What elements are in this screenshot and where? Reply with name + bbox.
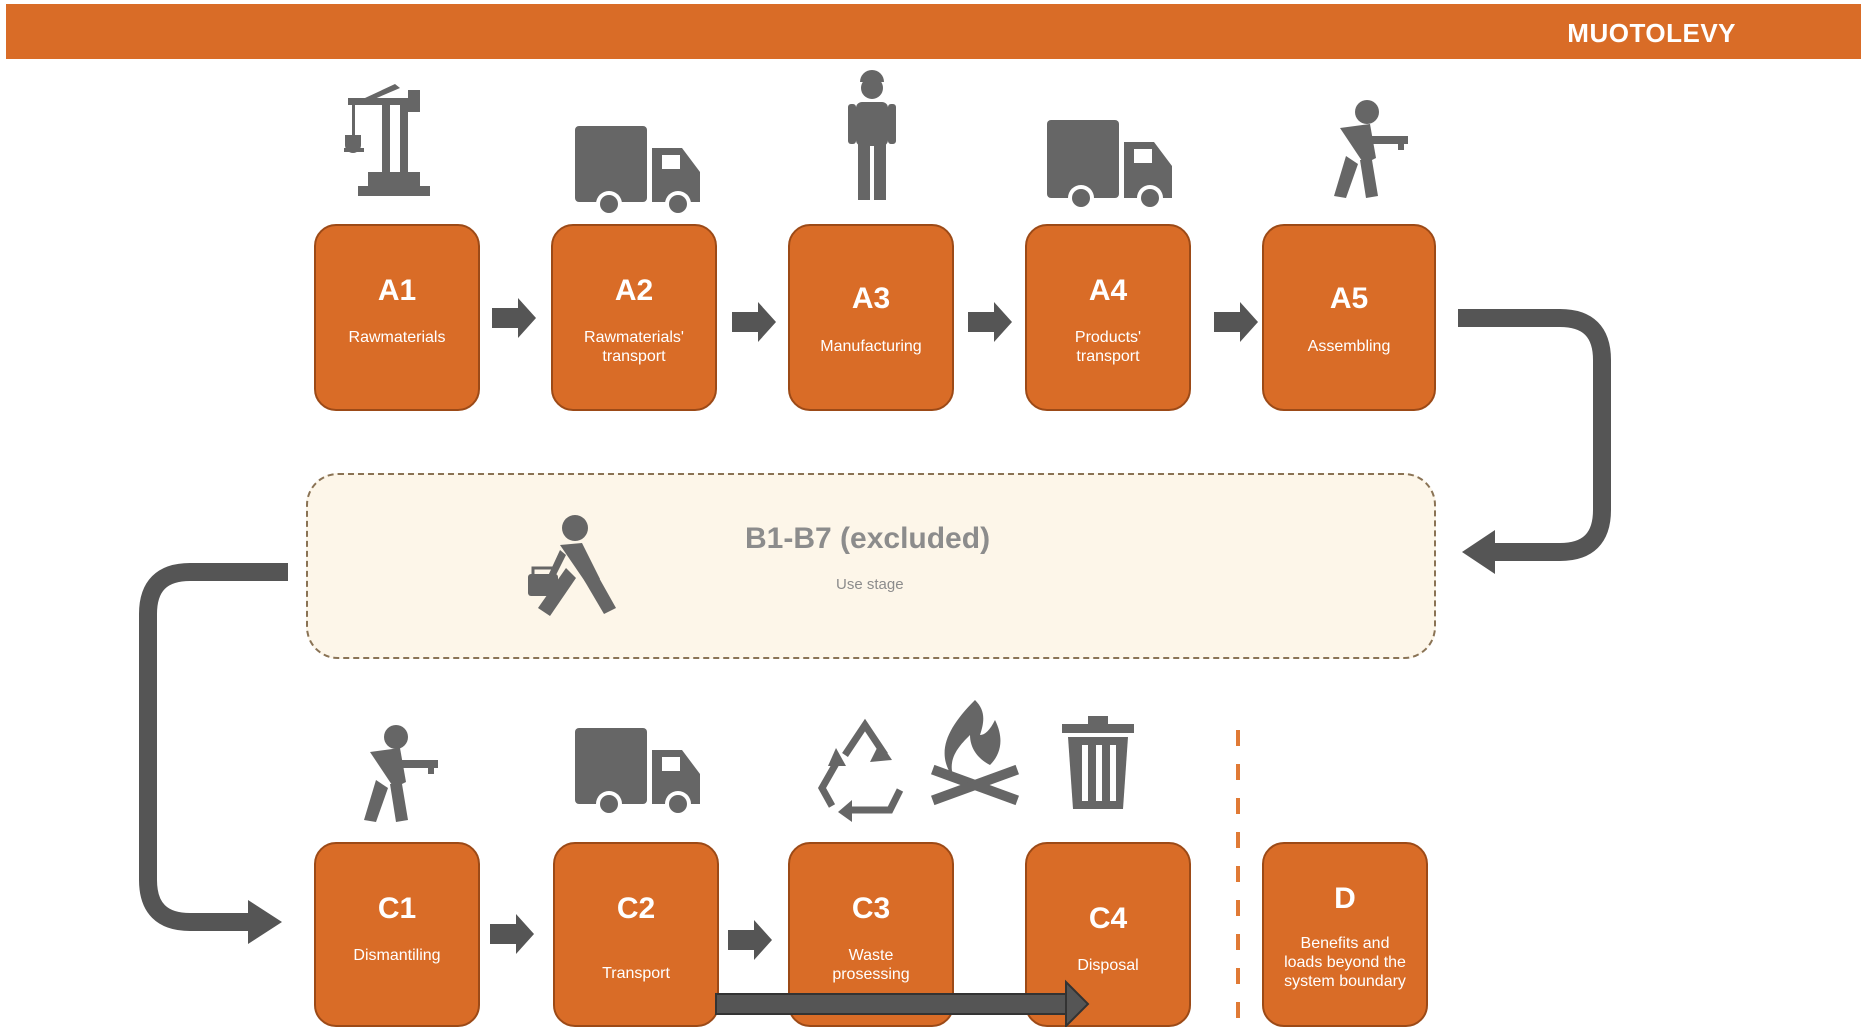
header-bar: MUOTOLEVY xyxy=(6,4,1861,59)
arrow-c2-c3 xyxy=(728,920,772,960)
stage-label-line3: system boundary xyxy=(1284,973,1406,990)
stage-box-d[interactable]: D Benefits and loads beyond the system b… xyxy=(1262,842,1428,1027)
fire-icon xyxy=(931,700,1019,806)
stage-box-a2[interactable]: A2 Rawmaterials' transport xyxy=(551,224,717,411)
stage-box-a4[interactable]: A4 Products' transport xyxy=(1025,224,1191,411)
truck-icon xyxy=(575,728,700,817)
worker-icon xyxy=(848,70,896,200)
walking-person-briefcase-icon xyxy=(528,515,616,616)
stage-code: A2 xyxy=(614,274,654,307)
arrow-c2-c4 xyxy=(715,979,1090,1027)
stage-label: Transport xyxy=(602,965,670,982)
stage-code: C1 xyxy=(377,892,417,925)
stage-label: Assembling xyxy=(1307,338,1391,355)
trash-icon xyxy=(1062,716,1134,809)
use-stage-panel xyxy=(306,473,1436,659)
use-stage-title: B1-B7 (excluded) xyxy=(745,522,991,555)
stage-label-line2: transport xyxy=(602,348,666,365)
drill-worker-icon xyxy=(1334,100,1408,198)
stage-label: Products' xyxy=(1074,329,1142,346)
stage-code: A4 xyxy=(1088,274,1128,307)
stage-label: Benefits and xyxy=(1300,935,1390,952)
stage-code: C2 xyxy=(616,892,656,925)
stage-label: Rawmaterials' xyxy=(584,329,684,346)
stage-box-c2[interactable]: C2 Transport xyxy=(553,842,719,1027)
stage-box-a3[interactable]: A3 Manufacturing xyxy=(788,224,954,411)
stage-label-line2: loads beyond the xyxy=(1284,954,1406,971)
stage-label-line2: prosessing xyxy=(832,966,910,983)
stage-label: Dismantiling xyxy=(353,947,441,964)
arrow-a3-a4 xyxy=(968,302,1012,342)
connector-a5-to-use-stage xyxy=(1458,309,1611,561)
stage-box-c1[interactable]: C1 Dismantiling xyxy=(314,842,480,1027)
arrowhead-to-use-stage xyxy=(1462,530,1495,574)
stage-code: A5 xyxy=(1329,282,1369,315)
stage-code: A3 xyxy=(851,282,891,315)
crane-icon xyxy=(344,84,430,196)
stage-label-line2: transport xyxy=(1076,348,1140,365)
arrow-a2-a3 xyxy=(732,302,776,342)
recycle-icon xyxy=(817,718,904,822)
arrowhead-to-c1 xyxy=(248,900,282,944)
connector-use-stage-to-c1 xyxy=(139,563,288,931)
stage-code: D xyxy=(1334,882,1356,915)
drill-worker-icon xyxy=(364,725,438,822)
stage-box-a5[interactable]: A5 Assembling xyxy=(1262,224,1436,411)
brand-logo-text: MUOTOLEVY xyxy=(1567,18,1736,48)
stage-code: A1 xyxy=(377,274,417,307)
stage-label: Rawmaterials xyxy=(348,329,446,346)
stage-box-a1[interactable]: A1 Rawmaterials xyxy=(314,224,480,411)
stage-code: C4 xyxy=(1088,902,1128,935)
stage-label: Waste xyxy=(848,947,894,964)
truck-icon xyxy=(1047,120,1172,211)
stage-label: Disposal xyxy=(1077,957,1139,974)
arrow-c1-c2 xyxy=(490,914,534,954)
arrow-a4-a5 xyxy=(1214,302,1258,342)
use-stage-subtitle: Use stage xyxy=(836,576,904,593)
arrow-a1-a2 xyxy=(492,298,536,338)
stage-label: Manufacturing xyxy=(820,338,922,355)
stage-code: C3 xyxy=(851,892,891,925)
truck-icon xyxy=(575,126,700,217)
